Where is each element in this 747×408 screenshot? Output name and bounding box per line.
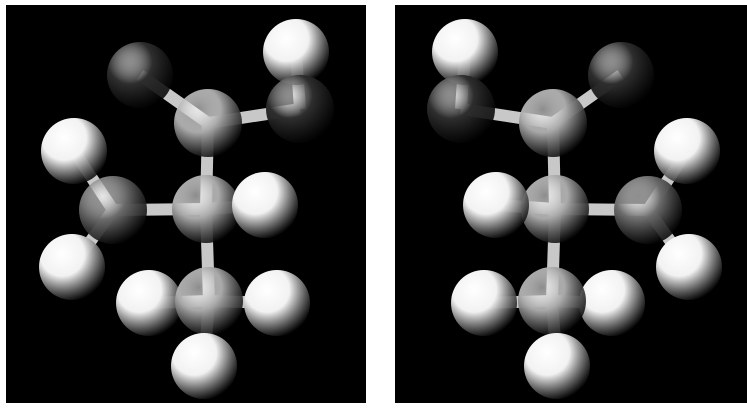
atom-carbon-c1	[519, 89, 587, 157]
atom-oxygen-o2	[427, 75, 495, 143]
atom-hydrogen-h7	[171, 333, 237, 399]
atom-oxygen-o1	[107, 42, 173, 108]
atom-hydrogen-h1	[263, 19, 329, 85]
atom-hydrogen-h2	[654, 118, 720, 184]
atom-nitrogen-n1	[614, 176, 682, 244]
atom-oxygen-o1	[588, 42, 654, 108]
atom-hydrogen-h1	[432, 19, 498, 85]
atom-carbon-c2	[521, 175, 589, 243]
atom-carbon-c3	[175, 267, 243, 335]
atom-hydrogen-h6	[451, 270, 517, 336]
atom-hydrogen-h4	[39, 234, 105, 300]
atom-hydrogen-h3	[463, 172, 529, 238]
molecule-view-right	[395, 5, 747, 403]
atom-oxygen-o2	[266, 75, 334, 143]
molecule-canvas-right	[427, 19, 722, 399]
atom-hydrogen-h6	[244, 270, 310, 336]
atom-hydrogen-h7	[524, 333, 590, 399]
molecule-canvas-left	[39, 19, 334, 399]
atom-nitrogen-n1	[79, 176, 147, 244]
atom-hydrogen-h5	[116, 270, 182, 336]
atom-hydrogen-h2	[41, 118, 107, 184]
atom-hydrogen-h3	[232, 172, 298, 238]
molecule-view-left	[6, 5, 366, 403]
atom-hydrogen-h4	[656, 234, 722, 300]
atom-carbon-c3	[518, 267, 586, 335]
atom-carbon-c2	[172, 175, 240, 243]
atom-carbon-c1	[174, 89, 242, 157]
atom-hydrogen-h5	[579, 270, 645, 336]
